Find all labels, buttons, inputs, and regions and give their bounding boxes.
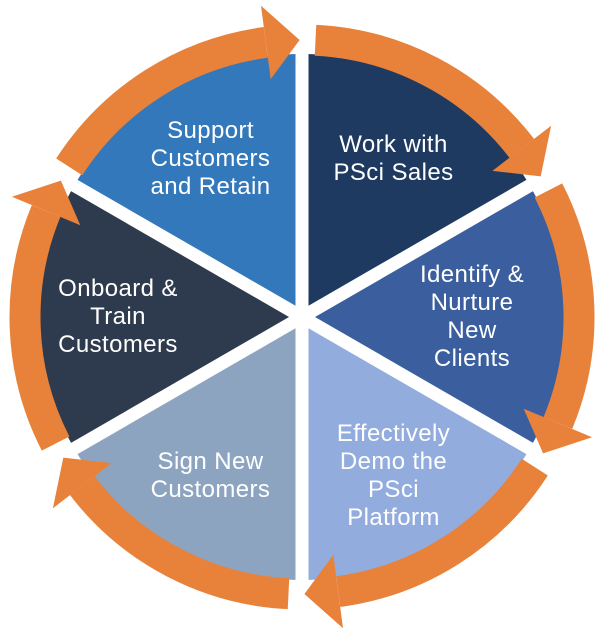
cycle-arrow-head-effectively-demo-psci-platform [304,554,343,629]
cycle-arrow-head-work-with-psci-sales [492,125,552,177]
cycle-arrow-band-effectively-demo-psci-platform [336,458,548,607]
segment-gap-divider [23,152,306,323]
segment-gap-divider [298,311,581,482]
wedge-onboard-train-customers [38,185,303,449]
cycle-arrow-head-onboard-train-customers [11,180,81,226]
cycle-arrow-head-sign-new-customers [52,457,112,509]
wedge-effectively-demo-psci-platform [302,317,530,580]
wedge-identify-nurture-new-clients [302,185,566,449]
wedge-work-with-psci-sales [302,54,530,317]
cycle-arrow-head-identify-nurture-new-clients [523,408,593,454]
cycle-arrow-band-onboard-train-customers [9,205,70,451]
cycle-arrow-band-work-with-psci-sales [314,24,535,158]
cycle-arrow-band-support-customers-retain [56,27,268,176]
cycle-arrow-band-sign-new-customers [69,476,290,610]
segment-gap-divider [298,152,581,323]
cycle-arrow-head-support-customers-retain [261,5,300,80]
segment-gap-divider [23,311,306,482]
wedge-support-customers-retain [74,54,302,317]
wedge-sign-new-customers [74,317,302,580]
cycle-arrow-band-identify-nurture-new-clients [534,183,595,429]
